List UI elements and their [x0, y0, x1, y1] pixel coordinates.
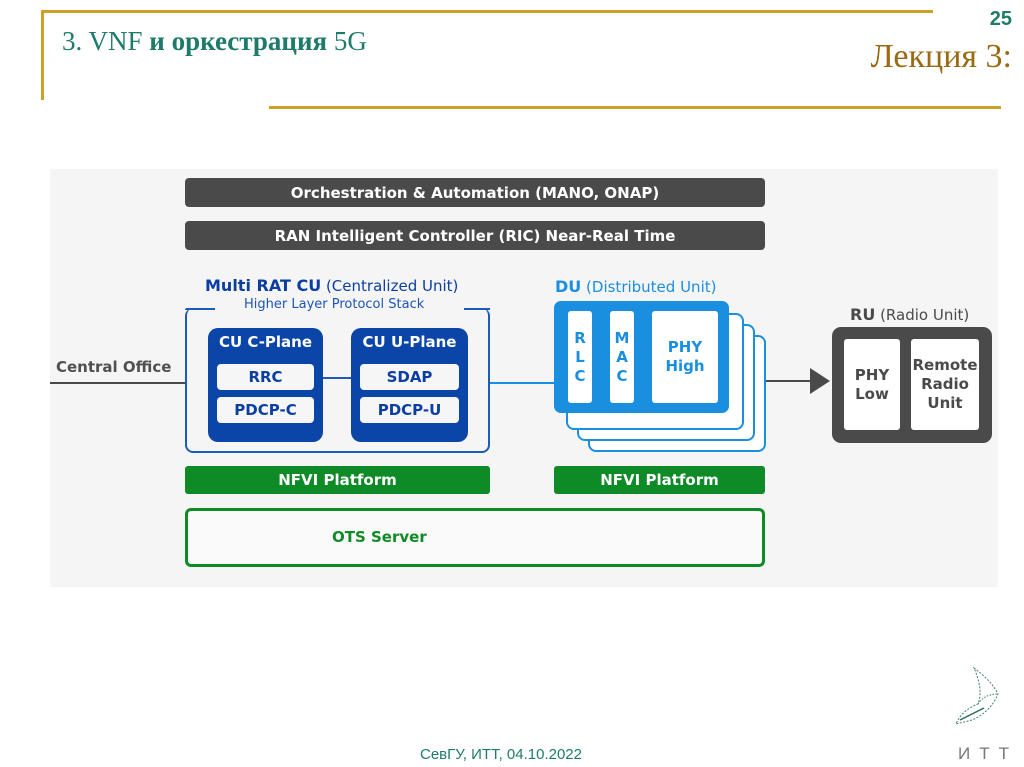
central-office-link [50, 382, 186, 384]
rrc-block: RRC [217, 364, 314, 390]
header-left-rule [41, 10, 44, 100]
nfvi-platform-cu: NFVI Platform [185, 466, 490, 494]
orchestration-bar: Orchestration & Automation (MANO, ONAP) [185, 178, 765, 207]
nfvi-platform-du: NFVI Platform [554, 466, 765, 494]
sdap-block: SDAP [360, 364, 459, 390]
cu-u-plane: CU U-Plane SDAP PDCP-U [351, 328, 468, 442]
pdcp-c-block: PDCP-C [217, 397, 314, 423]
slide-title: 3. VNF и оркестрация 5G [62, 26, 367, 57]
ran-architecture-diagram: Orchestration & Automation (MANO, ONAP) … [50, 169, 998, 587]
cu-c-plane-title: CU C-Plane [218, 333, 313, 351]
cu-subtitle: Higher Layer Protocol Stack [244, 297, 425, 312]
cu-frame-top-left [185, 308, 215, 310]
remote-radio-unit-block: Remote Radio Unit [911, 339, 979, 430]
title-suffix: 5G [333, 26, 367, 56]
rlc-block: R L C [568, 311, 592, 403]
du-title-bold: DU [555, 277, 582, 296]
ru-title-light: (Radio Unit) [875, 306, 970, 324]
pdcp-u-block: PDCP-U [360, 397, 459, 423]
ru-title-bold: RU [850, 305, 876, 324]
cu-plane-link [320, 377, 352, 379]
phy-low-block: PHY Low [844, 339, 900, 430]
ru-title: RU (Radio Unit) [850, 305, 969, 324]
du-title: DU (Distributed Unit) [555, 277, 716, 296]
arrow-right-icon [810, 368, 830, 394]
cu-frame-top-right [464, 308, 490, 310]
ric-bar: RAN Intelligent Controller (RIC) Near-Re… [185, 221, 765, 250]
central-office-label: Central Office [56, 358, 172, 376]
du-main: R L C M A C PHY High [554, 301, 729, 413]
lecture-label: Лекция 3: [870, 38, 1012, 75]
mac-block: M A C [610, 311, 634, 403]
title-prefix: 3. VNF [62, 26, 143, 56]
phy-high-block: PHY High [652, 311, 718, 403]
cu-title-light: (Centralized Unit) [321, 277, 459, 295]
footer-text: СевГУ, ИТТ, 04.10.2022 [420, 746, 582, 763]
ots-server: OTS Server [185, 508, 765, 567]
cu-c-plane: CU C-Plane RRC PDCP-C [208, 328, 323, 442]
cu-title-bold: Multi RAT CU [205, 276, 322, 295]
du-ru-link [766, 380, 812, 382]
cu-u-plane-title: CU U-Plane [362, 333, 457, 351]
ru-box: PHY Low Remote Radio Unit [832, 327, 992, 443]
page-number: 25 [989, 8, 1012, 30]
header-top-rule [41, 10, 933, 13]
header-bottom-rule [269, 106, 1001, 109]
title-bold: и оркестрация [142, 26, 334, 56]
cu-frame [185, 308, 490, 453]
logo-text: ИТТ [958, 744, 1018, 763]
cu-title: Multi RAT CU (Centralized Unit) [205, 276, 458, 295]
du-title-light: (Distributed Unit) [581, 278, 717, 296]
itt-logo-icon [955, 666, 999, 725]
ots-server-label: OTS Server [332, 528, 427, 546]
cu-du-link [490, 382, 556, 384]
